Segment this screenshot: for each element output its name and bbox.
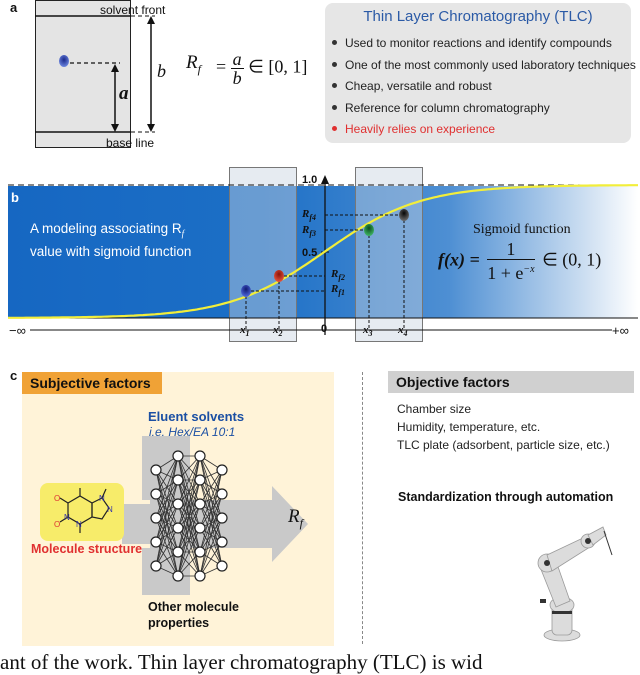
sigmoid-title: Sigmoid function	[473, 222, 571, 237]
network-node	[172, 570, 184, 582]
objective-title: Objective factors	[388, 371, 634, 393]
bottom-caption-fragment: ant of the work. Thin layer chromatograp…	[0, 650, 483, 674]
window-x1-x2	[229, 167, 297, 342]
network-node	[172, 474, 184, 486]
spot-x4	[399, 209, 409, 221]
spot-x3	[364, 224, 374, 236]
rf1-label: Rf1	[331, 283, 346, 298]
x-label-2: x2	[273, 324, 283, 339]
network-node	[194, 546, 206, 558]
tlc-bullet: One of the most commonly used laboratory…	[332, 58, 636, 72]
tlc-bullet: Cheap, versatile and robust	[332, 79, 492, 93]
network-node	[194, 570, 206, 582]
svg-text:N: N	[64, 513, 70, 522]
automation-label: Standardization through automation	[398, 490, 614, 504]
x-label-3: x3	[363, 324, 373, 339]
rf-formula: Rf	[186, 52, 201, 76]
network-node	[216, 512, 228, 524]
network-node	[216, 488, 228, 500]
sigmoid-curve	[8, 184, 638, 319]
window-x3-x4	[355, 167, 423, 342]
b-label: b	[157, 61, 166, 81]
tlc-bullet: Used to monitor reactions and identify c…	[332, 36, 612, 50]
network-node	[194, 474, 206, 486]
network-node	[194, 522, 206, 534]
rf-guide-lines	[245, 214, 405, 330]
tlc-bullet-highlight: Heavily relies on experience	[332, 122, 495, 136]
pos-infinity: +∞	[612, 323, 629, 338]
panel-a-label: a	[10, 0, 18, 15]
svg-text:N: N	[99, 494, 105, 503]
network-node	[150, 560, 162, 572]
network-node	[150, 512, 162, 524]
network-node	[172, 546, 184, 558]
y-tick-1: 1.0	[302, 174, 318, 186]
y-tick-05: 0.5	[302, 247, 318, 259]
x-label-1: x1	[240, 324, 250, 339]
neg-infinity: −∞	[9, 323, 26, 338]
objective-item: Chamber size	[397, 402, 472, 416]
eluent-title: Eluent solvents	[148, 409, 245, 424]
solvent-front-label: solvent front	[100, 3, 166, 17]
sigmoid-formula: f(x) = 1 1 + e−x ∈ (0, 1)	[438, 239, 602, 283]
network-node	[150, 464, 162, 476]
modeling-caption: A modeling associating Rf value with sig…	[30, 221, 192, 259]
subjective-title: Subjective factors	[22, 372, 162, 394]
svg-text:N: N	[107, 505, 113, 514]
neural-network-diagram	[122, 436, 308, 595]
rf2-label: Rf2	[331, 268, 346, 283]
panel-c-divider	[362, 372, 363, 644]
robot-arm-icon	[537, 526, 613, 642]
base-line-label: base line	[106, 136, 155, 150]
y-tick-0: 0	[321, 323, 328, 335]
spot-x1	[241, 285, 251, 297]
network-node	[194, 450, 206, 462]
network-node	[150, 536, 162, 548]
panel-c-label: c	[10, 368, 18, 383]
network-node	[172, 450, 184, 462]
tlc-bullet: Reference for column chromatography	[332, 101, 550, 115]
objective-item: TLC plate (adsorbent, particle size, etc…	[397, 438, 610, 452]
network-node	[216, 536, 228, 548]
tlc-plate-diagram	[35, 15, 155, 133]
molecule-label: Molecule structure	[31, 542, 143, 556]
rf4-label: Rf4	[302, 208, 317, 223]
rf-formula-rhs: = a b ∈ [0, 1]	[216, 49, 308, 88]
network-node	[172, 498, 184, 510]
network-node	[172, 522, 184, 534]
svg-text:O: O	[54, 520, 60, 529]
rf3-label: Rf3	[302, 224, 317, 239]
spot-x2	[274, 270, 284, 282]
sigmoid-plot	[8, 175, 638, 335]
x-label-4: x4	[398, 324, 408, 339]
objective-item: Humidity, temperature, etc.	[397, 420, 541, 434]
eluent-example: i.e. Hex/EA 10:1	[149, 425, 236, 439]
svg-text:O: O	[54, 494, 60, 503]
tlc-title: Thin Layer Chromatography (TLC)	[363, 8, 593, 25]
network-node	[150, 488, 162, 500]
svg-text:N: N	[76, 520, 82, 529]
caffeine-molecule-icon: O O N N N N	[54, 488, 113, 533]
a-label: a	[119, 83, 129, 104]
rf-output-label: Rf	[288, 506, 303, 530]
network-node	[216, 464, 228, 476]
tlc-spot	[59, 55, 69, 67]
network-node	[194, 498, 206, 510]
tlc-info-box	[325, 3, 631, 143]
network-node	[216, 560, 228, 572]
molecule-box	[40, 483, 124, 541]
panel-b-label: b	[11, 190, 19, 205]
